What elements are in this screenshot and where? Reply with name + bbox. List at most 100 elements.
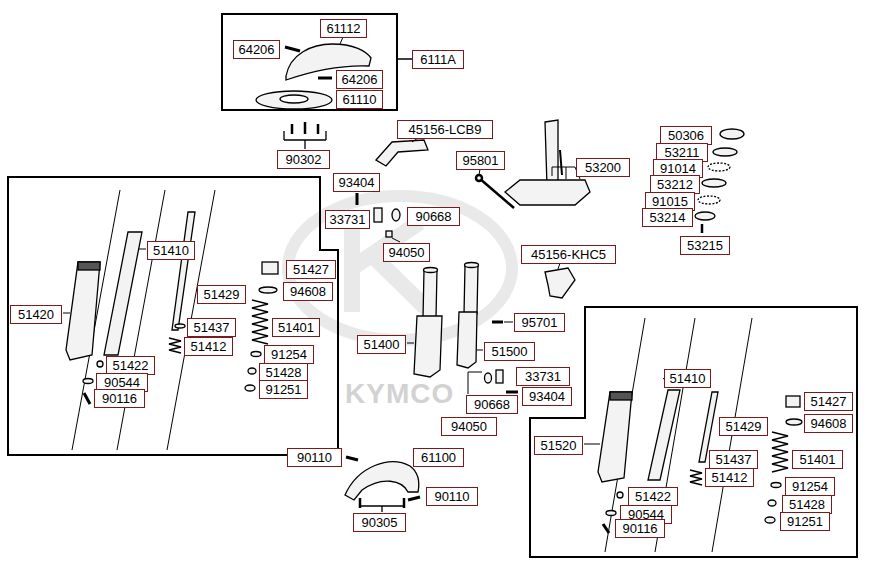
group-outline [222,14,397,110]
bracket-plate [545,268,575,298]
bearing-stack [701,224,704,233]
connector-line [397,58,412,60]
part-callout: 94608 [283,282,333,301]
part-callout: 61100 [413,448,464,467]
callout-number: 51500 [491,344,527,359]
callout-number: 51427 [810,394,846,409]
part-callout: 90668 [466,395,518,414]
callout-number: 51429 [725,419,761,434]
bearing-stack [720,129,744,139]
callout-number: 64206 [341,72,377,87]
spring [252,300,268,344]
bolt [408,497,420,500]
part-callout: 61110 [336,90,383,109]
part-callout: 51500 [484,342,535,361]
part-callout: 51437 [187,318,236,337]
fork-tube [104,232,142,355]
callout-number: 33731 [525,369,561,384]
small-part [786,396,800,407]
fork-leg [423,270,437,318]
small-part [496,370,503,383]
part-callout: 90110 [287,448,342,467]
part-callout: 90302 [277,150,330,169]
bolt [346,457,358,460]
callout-number: 90305 [361,515,397,530]
bearing-stack [713,148,737,156]
small-part [765,517,775,523]
part-callout: 61112 [320,19,367,38]
leader-line [340,37,343,44]
leader-line [477,350,483,351]
fork-tube [648,390,680,480]
fork-slider [598,392,632,482]
part-callout: 90116 [94,389,145,408]
part-callout: 51410 [664,369,711,388]
callout-number: 51422 [112,358,148,373]
callout-number: 94608 [810,416,846,431]
watermark-logo [288,196,512,340]
small-part [262,262,278,274]
part-callout: 91254 [785,477,835,496]
callout-number: 95801 [462,153,498,168]
small-part [485,373,492,383]
callout-number: 94050 [451,419,487,434]
callout-number: 51410 [153,243,189,258]
small-part [83,379,93,384]
callout-number: 51428 [265,365,301,380]
leader-line [412,138,418,142]
part-callout: 90668 [407,207,460,226]
callout-number: 53212 [657,177,693,192]
part-callout: 95701 [514,313,565,332]
callout-number: 51420 [18,307,54,322]
callout-number: 51401 [799,452,835,467]
part-callout: 53200 [576,158,630,177]
callout-number: 50306 [668,128,704,143]
ring-plate [280,95,308,103]
callout-number: 90110 [297,450,332,465]
callout-number: 90302 [285,152,321,167]
small-part [506,391,518,394]
bolt [285,47,332,78]
part-callout: 6111A [412,50,464,69]
part-callout: 51422 [628,487,678,506]
bracket [360,506,404,512]
callout-number: 51520 [540,438,576,453]
leader-line [479,169,480,175]
small-part [259,287,277,293]
part-callout: 91254 [264,345,314,364]
part-callout: 33731 [325,210,370,229]
callout-number: 91254 [792,479,828,494]
bearing-stack [698,196,720,204]
fork-tube [104,212,195,355]
callout-number: 45156-KHC5 [531,247,606,262]
callout-number: 51422 [635,489,671,504]
fork-leg [414,316,442,377]
bearing-stack [702,179,726,187]
group-frame: 5141051427946085142951420514375140151412… [8,177,338,455]
part-callout: 94608 [804,414,853,433]
bracket-plate [376,140,428,166]
part-callout: 91251 [780,512,830,531]
small-part [374,208,382,222]
small-part [771,483,781,488]
fork-leg [457,312,477,368]
small-part [84,393,90,404]
leader-line [584,444,600,445]
fork-slider [78,262,100,270]
bracket [292,122,318,134]
callout-number: 51412 [190,339,226,354]
bolt [479,178,514,208]
callout-number: 91014 [660,161,696,176]
part-callout: 51427 [286,260,336,279]
callout-number: 51410 [669,371,705,386]
callout-number: 51437 [193,320,229,335]
spring [772,432,788,472]
part-callout: 33731 [516,367,570,386]
part-callout: 64206 [233,40,280,59]
callout-number: 90544 [104,375,140,390]
part-callout: 93404 [522,387,572,406]
fork-leg [414,263,479,378]
callout-number: 45156-LCB9 [409,122,482,137]
small-part [175,324,185,328]
